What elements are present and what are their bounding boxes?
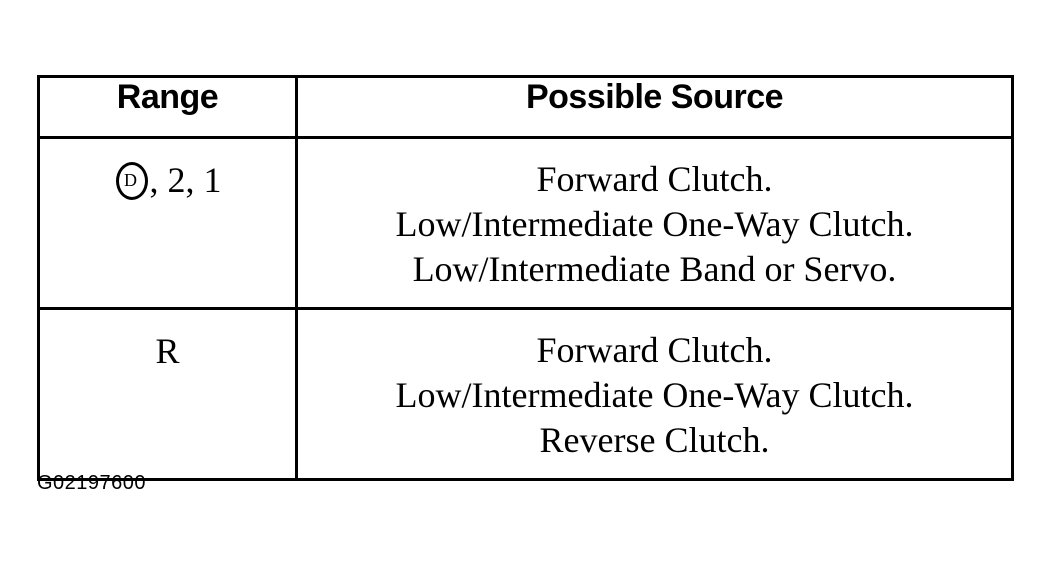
range-value: R xyxy=(155,331,180,371)
header-range: Range xyxy=(37,75,298,139)
table-header-row: Range Possible Source xyxy=(37,75,1014,139)
source-line: Low/Intermediate One-Way Clutch. xyxy=(395,375,914,415)
diagnosis-table: Range Possible Source D , 2, 1 Forward Cl… xyxy=(37,75,1014,481)
source-line: Forward Clutch. xyxy=(536,159,773,199)
figure-id: G02197600 xyxy=(37,472,147,494)
source-line: Low/Intermediate One-Way Clutch. xyxy=(395,204,914,244)
source-cell: Forward Clutch. Low/Intermediate One-Way… xyxy=(295,136,1014,310)
source-line: Forward Clutch. xyxy=(536,330,773,370)
drive-range-circle-icon: D xyxy=(114,160,148,200)
range-cell: R xyxy=(37,307,298,481)
source-line: Reverse Clutch. xyxy=(539,420,770,460)
source-cell: Forward Clutch. Low/Intermediate One-Way… xyxy=(295,307,1014,481)
source-line: Low/Intermediate Band or Servo. xyxy=(412,249,897,289)
table-row: R Forward Clutch. Low/Intermediate One-W… xyxy=(37,307,1014,481)
table-row: D , 2, 1 Forward Clutch. Low/Intermediate… xyxy=(37,136,1014,310)
drive-range-letter: D xyxy=(124,170,137,190)
range-value: , 2, 1 xyxy=(149,160,222,200)
range-cell: D , 2, 1 xyxy=(37,136,298,310)
header-possible-source: Possible Source xyxy=(295,75,1014,139)
